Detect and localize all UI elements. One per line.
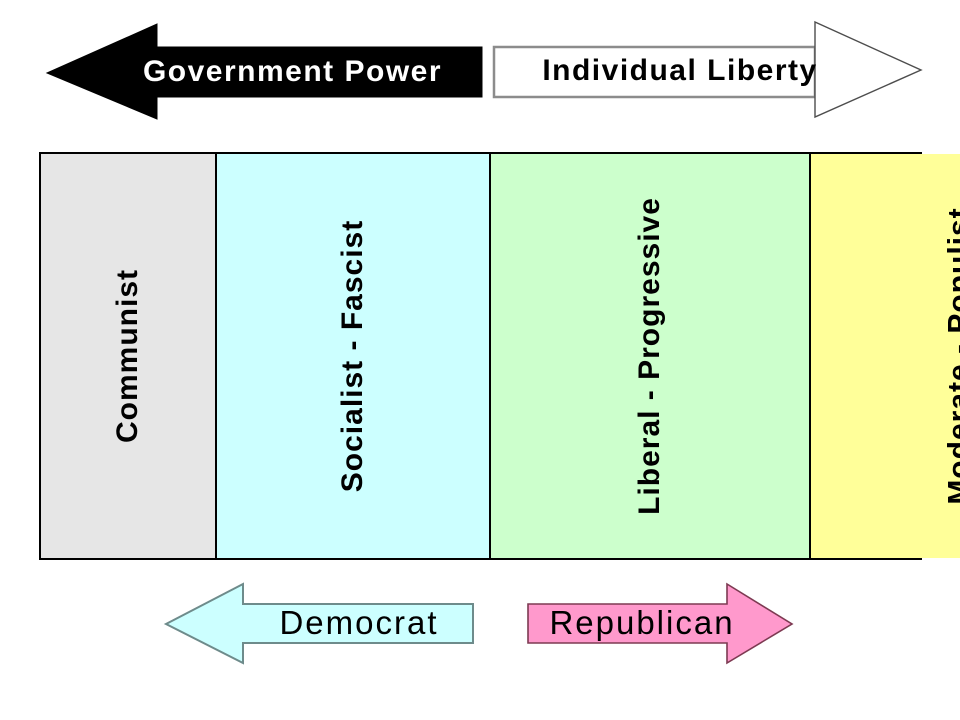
democrat-arrow: [163, 582, 474, 665]
individual-liberty-arrow-head: [814, 20, 923, 119]
column-liberal-progressive: Liberal - Progressive: [489, 154, 810, 558]
republican-arrow: [527, 582, 794, 665]
republican-label: Republican: [549, 604, 735, 641]
column-moderate-populist: Moderate - Populist: [809, 154, 960, 558]
government-power-label: Government Power: [142, 55, 443, 88]
democrat-label: Democrat: [279, 604, 439, 641]
individual-liberty-label: Individual Liberty: [542, 54, 818, 87]
spectrum-band: Communist Socialist - Fascist Liberal - …: [39, 152, 960, 560]
column-label: Liberal - Progressive: [633, 197, 667, 515]
column-label: Socialist - Fascist: [336, 219, 370, 493]
column-label: Moderate - Populist: [942, 207, 960, 505]
column-socialist-fascist: Socialist - Fascist: [215, 154, 490, 558]
column-communist: Communist: [41, 154, 215, 558]
column-label: Communist: [111, 269, 144, 443]
government-power-arrow: [45, 23, 483, 120]
